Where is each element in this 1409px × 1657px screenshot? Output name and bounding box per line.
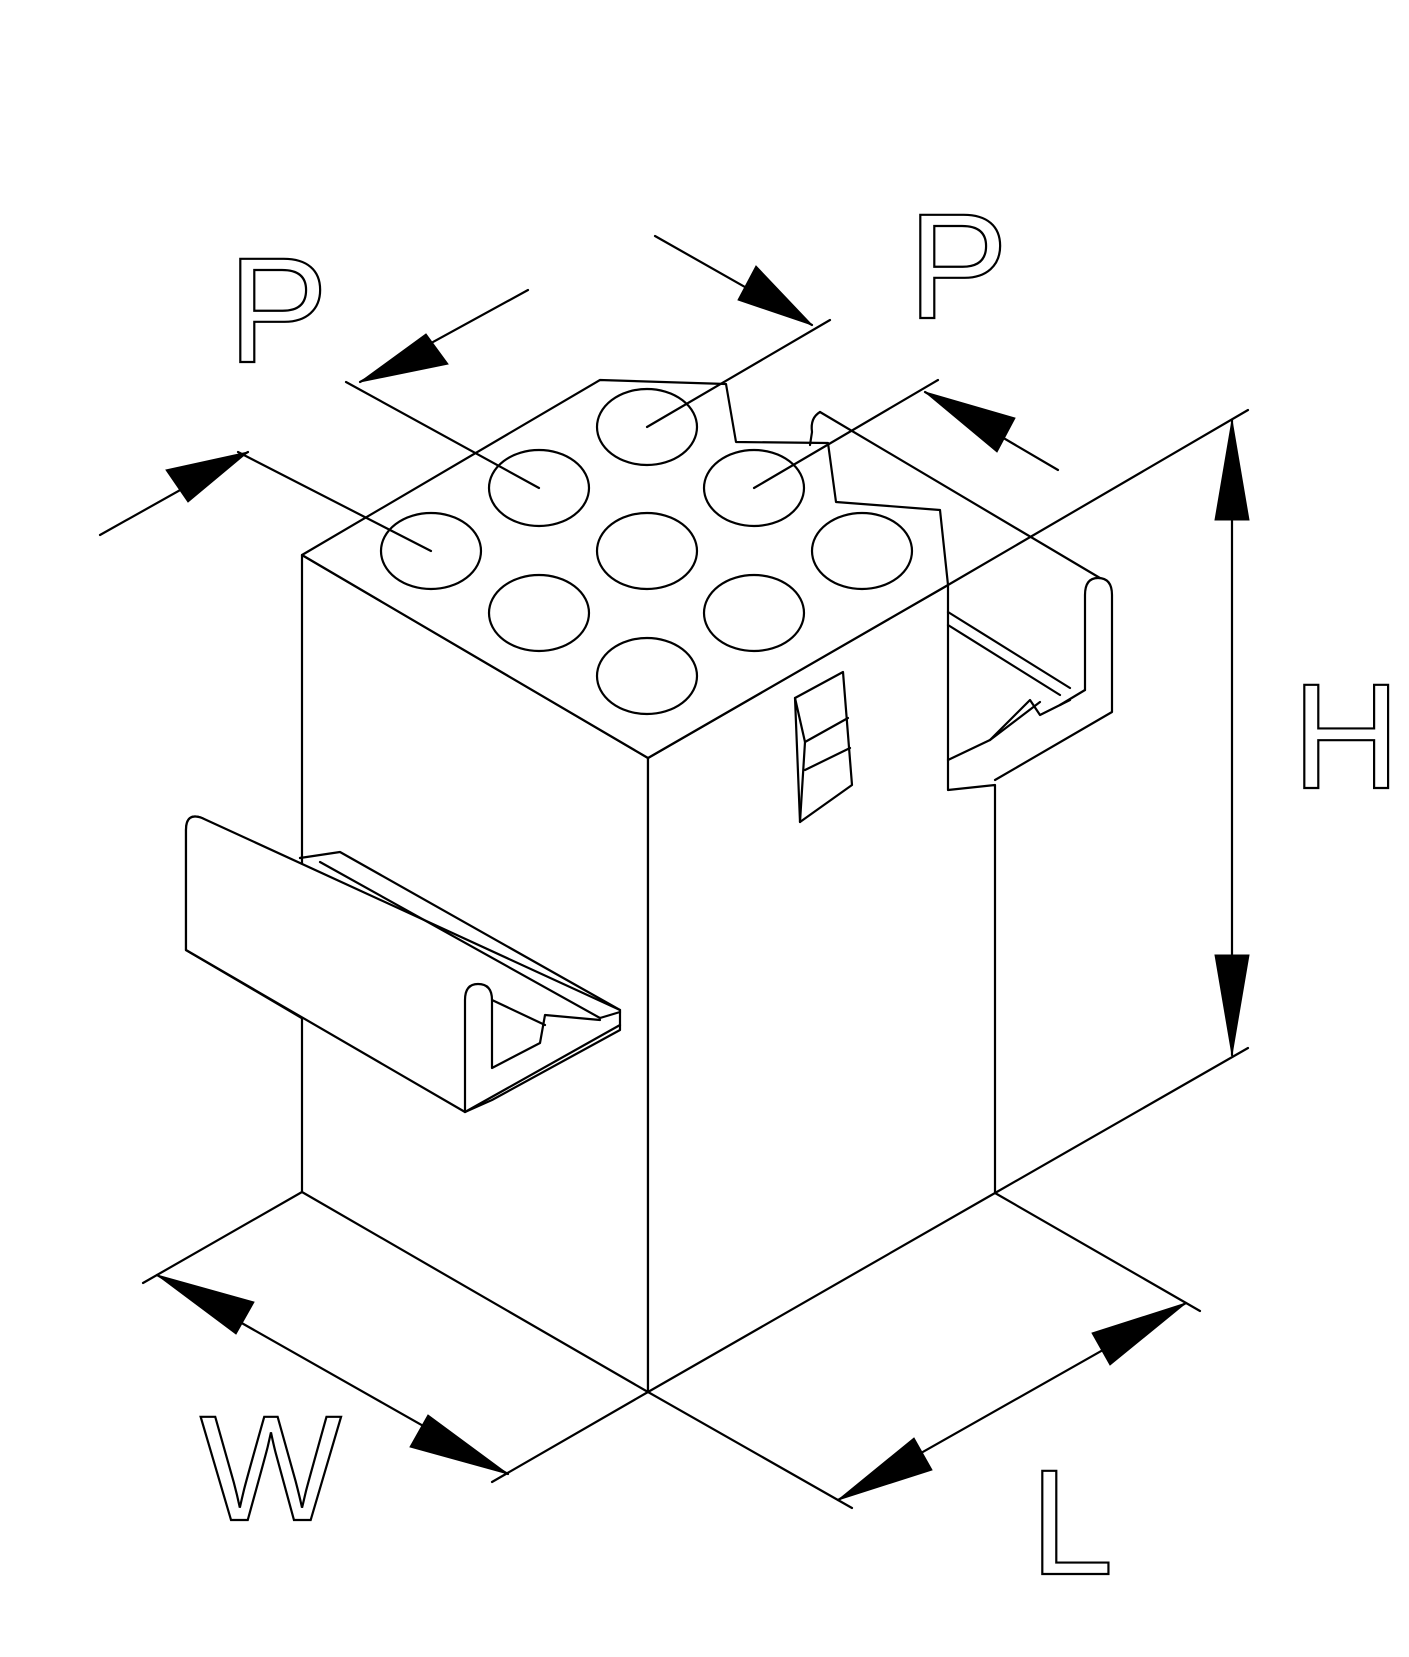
width-label: W [200,1384,342,1552]
cavity-hole [487,573,591,653]
pitch-label-right: P [908,182,1008,350]
cavity-hole [810,511,914,591]
cavity-hole [595,636,699,716]
left-latch-front [184,815,622,1114]
length-dimension [646,1191,1202,1510]
width-dimension [141,1190,650,1484]
length-label: L [1030,1438,1113,1606]
pitch-label-left: P [228,226,328,394]
cavity-hole [702,573,806,653]
lock-window [793,670,854,824]
pitch-dimension-right [645,234,1060,490]
pitch-dimension-left [98,288,541,553]
height-label: H [1292,652,1400,820]
cavity-hole [595,511,699,591]
right-latch [808,410,1114,782]
height-dimension [946,408,1250,1195]
